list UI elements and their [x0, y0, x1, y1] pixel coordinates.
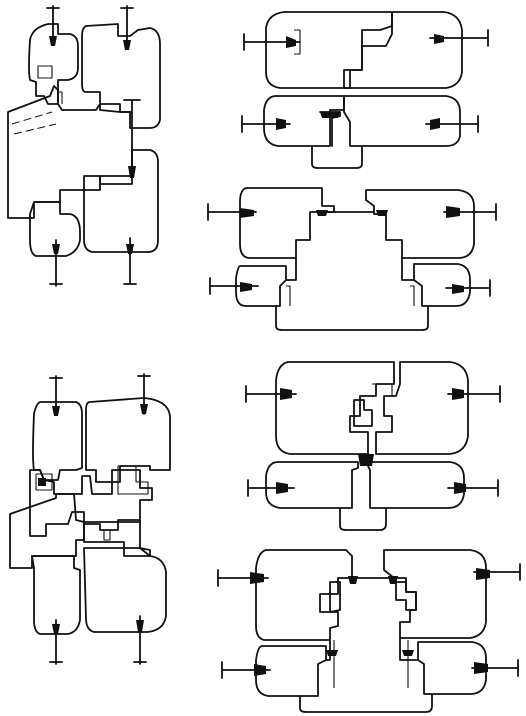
- horizontal-section-type-b-upper: [245, 361, 501, 531]
- horizontal-section-type-b-lower: [217, 549, 521, 713]
- vertical-section-type-a: [7, 5, 161, 287]
- horizontal-section-type-a-upper: [241, 11, 489, 169]
- vertical-section-type-b: [9, 373, 171, 665]
- horizontal-section-type-a-lower: [207, 187, 497, 331]
